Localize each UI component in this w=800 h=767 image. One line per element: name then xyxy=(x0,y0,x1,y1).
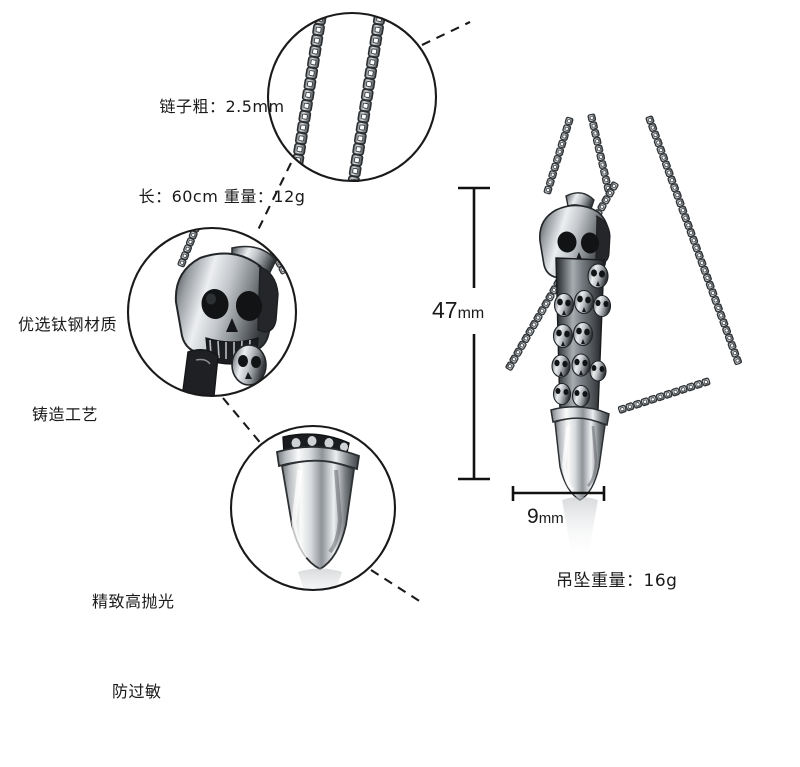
height-unit: mm xyxy=(457,305,485,322)
width-unit: mm xyxy=(538,510,564,527)
mini-skull xyxy=(552,323,574,349)
bullet-close-up-circle xyxy=(229,424,397,592)
height-dimension-label: 47mm xyxy=(432,297,484,324)
leader-chain-to-label xyxy=(421,21,471,46)
chain-spec-line1: 链子粗：2.5mm xyxy=(159,97,285,116)
chain-right-strand-up xyxy=(587,113,613,193)
leader-skull-to-bullet xyxy=(222,397,269,453)
width-dimension-label: 9mm xyxy=(527,505,564,529)
closeup-skull-side-plate xyxy=(257,265,279,333)
closeup-eye-right xyxy=(235,291,263,321)
skull-circle-outline xyxy=(126,226,298,398)
bullet-circle-outline xyxy=(229,424,397,592)
leader-lines xyxy=(222,21,471,605)
material-label: 优选钛钢材质 铸造工艺 xyxy=(18,250,168,490)
material-line2: 铸造工艺 xyxy=(32,405,99,424)
chain-far-right-strand xyxy=(645,115,743,366)
chain-spec-line2: 长：60cm 重量：12g xyxy=(138,187,306,206)
mini-skull xyxy=(571,384,591,408)
closeup-body-left xyxy=(181,349,219,396)
mini-skull xyxy=(573,289,595,315)
material-line1: 优选钛钢材质 xyxy=(18,315,118,334)
closeup-band-skulls xyxy=(291,436,348,452)
leader-bullet-out xyxy=(370,569,425,605)
closeup-mini-skull xyxy=(231,344,267,386)
mini-skull xyxy=(592,294,612,318)
pendant-mini-skull-rows xyxy=(551,263,612,408)
chain-bottom-sweep xyxy=(617,377,711,415)
chain-spec-label: 链子粗：2.5mm 长：60cm 重量：12g xyxy=(112,32,332,272)
polish-label: 精致高抛光 防过敏 xyxy=(92,527,242,767)
closeup-nose xyxy=(226,318,238,332)
chain-left-strand xyxy=(543,116,574,195)
leader-chain-to-skull xyxy=(256,162,292,233)
polish-line2: 防过敏 xyxy=(112,682,162,701)
mini-skull xyxy=(572,321,594,347)
height-value: 47 xyxy=(432,297,458,323)
mini-skull xyxy=(571,353,591,377)
pendant-reflection xyxy=(562,497,598,559)
mini-skull xyxy=(589,360,607,382)
infographic-canvas: 链子粗：2.5mm 长：60cm 重量：12g 优选钛钢材质 铸造工艺 精致高抛… xyxy=(18,11,743,701)
mini-skull xyxy=(551,354,571,378)
pendant-eye-left xyxy=(557,231,577,253)
mini-skull xyxy=(552,382,572,406)
main-necklace xyxy=(504,113,743,559)
product-illustration xyxy=(126,11,743,605)
mini-skull xyxy=(553,292,575,318)
pendant-eye-right xyxy=(580,232,600,254)
dimension-width xyxy=(511,486,606,501)
mini-skull xyxy=(587,263,609,289)
polish-line1: 精致高抛光 xyxy=(92,592,175,611)
chain-close-up-circle xyxy=(266,11,438,183)
pendant-bullet-tip xyxy=(554,417,606,501)
width-value: 9 xyxy=(527,505,539,528)
dimension-height xyxy=(458,186,490,481)
skull-close-up-circle xyxy=(126,226,298,398)
pendant-weight-label: 吊坠重量：16g xyxy=(556,571,678,591)
chain-circle-outline xyxy=(266,11,438,183)
